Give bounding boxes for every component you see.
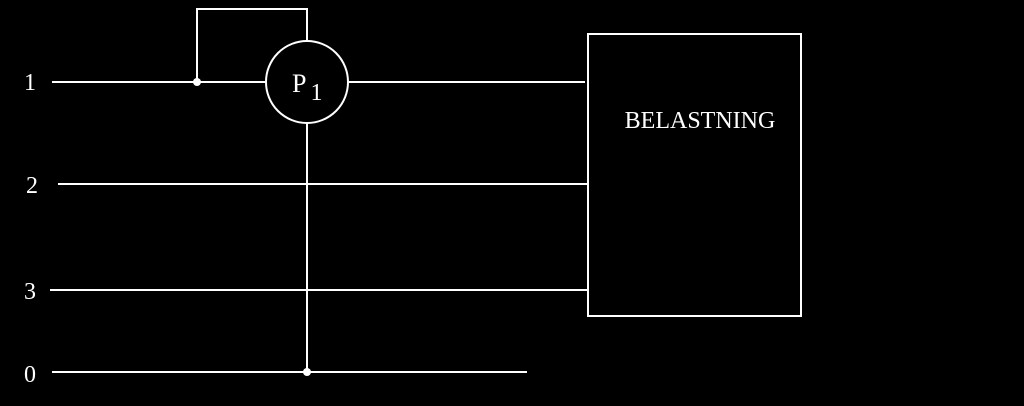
wattmeter-symbol-letter: P xyxy=(292,69,306,98)
load-box xyxy=(587,33,802,317)
junction-node-neutral xyxy=(303,368,311,376)
meter-voltage-loop xyxy=(196,8,308,82)
conductor-label-0: 0 xyxy=(24,362,36,388)
conductor-label-3: 3 xyxy=(24,279,36,305)
wattmeter-symbol xyxy=(265,40,349,124)
conductor-label-2: 2 xyxy=(26,173,38,199)
junction-node-phase-1 xyxy=(193,78,201,86)
load-label: BELASTNING xyxy=(625,108,776,134)
wattmeter-subscript: 1 xyxy=(310,80,322,106)
conductor-label-1: 1 xyxy=(24,70,36,96)
